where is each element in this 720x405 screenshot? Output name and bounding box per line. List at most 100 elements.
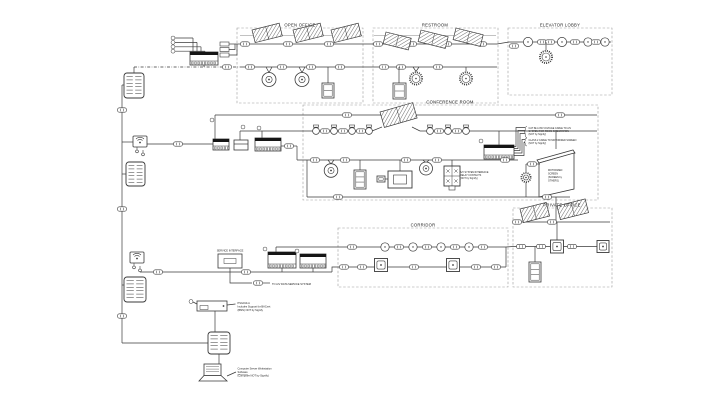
wireless-gateway-icon <box>129 251 145 264</box>
cable-tag <box>509 43 519 49</box>
corridor-controller-icon <box>267 251 297 269</box>
corridor-wall-sensor-icon <box>374 258 388 272</box>
service-interface-label: SERVICE INTERFACE <box>217 249 244 253</box>
laptop-icon <box>198 363 229 382</box>
ceiling-sensor-icon <box>539 50 554 65</box>
cable-tag <box>240 41 250 47</box>
cable-tag <box>542 194 552 200</box>
cable-tag <box>450 244 460 250</box>
zone-title-open-office: OPEN OFFICE <box>284 23 315 28</box>
av-note-line3: (NOT by Signify) <box>529 133 547 136</box>
cable-tag <box>537 39 547 45</box>
terminal-block <box>219 47 230 52</box>
cable-tag <box>284 143 294 149</box>
wire-tag <box>209 117 215 123</box>
wire-tag <box>294 248 300 254</box>
note-brace <box>523 137 528 147</box>
wall-station-icon <box>392 82 407 100</box>
cable-tag <box>277 64 287 70</box>
downlight-icon <box>330 124 338 135</box>
zone-restroom <box>372 27 499 104</box>
power-supply-icon <box>233 139 249 151</box>
luminaire-icon <box>452 27 484 47</box>
cable-tag <box>173 141 183 147</box>
zone-controller-icon <box>212 138 230 151</box>
shade-note-line1: CLASS 2 CABLE TO MOTORIZED SCREEN <box>529 139 577 142</box>
cable-tag <box>241 269 251 275</box>
cable-tag <box>394 244 404 250</box>
cable-tag <box>396 64 406 70</box>
cable-tag <box>452 128 462 134</box>
occupancy-sensor-icon <box>323 163 339 178</box>
cable-tag <box>547 219 557 225</box>
system-controller-icon <box>123 72 145 99</box>
zone-title-corridor: CORRIDOR <box>411 223 436 228</box>
cable-tag <box>500 157 510 163</box>
dimmer-control-icon <box>550 239 564 254</box>
antenna-node-icon <box>141 150 145 157</box>
downlight-icon <box>523 37 533 47</box>
cable-tag <box>433 64 443 70</box>
luminaire-icon <box>519 202 551 224</box>
luminaire-icon <box>556 198 589 221</box>
screen-label-line1: MOTORIZED <box>548 169 563 172</box>
cable-tag <box>333 194 343 200</box>
cable-tag <box>338 128 348 134</box>
relay-note-line2: RELAY CONTACTS <box>460 174 482 177</box>
service-interface-screen <box>223 258 237 264</box>
cable-tag <box>570 39 580 45</box>
cable-tag <box>283 41 293 47</box>
cable-tag <box>310 157 320 163</box>
downlight-icon <box>557 37 567 47</box>
wall-station-icon <box>353 169 367 190</box>
bacnet-panel-icon <box>196 300 228 312</box>
luminaire-icon <box>292 22 324 44</box>
luminaire-icon <box>251 22 283 44</box>
wire-tag <box>240 124 246 130</box>
wall-station-icon <box>321 82 335 99</box>
downlight-icon <box>600 37 610 47</box>
relay-note-line1: A/V SYSTEM INTERFACE <box>460 171 489 174</box>
cable-tag <box>491 264 501 270</box>
cable-tag <box>153 269 163 275</box>
av-note-line1: CAT 5E LOW VOLTAGE CABLE TO A/V <box>529 127 572 130</box>
luminaire-icon <box>417 29 449 49</box>
zone-corridor <box>337 227 509 288</box>
wire-tag <box>256 125 262 131</box>
wire-tag <box>170 44 176 50</box>
touchscreen-icon <box>387 170 413 189</box>
cable-tag <box>324 41 334 47</box>
terminal-block <box>219 52 230 58</box>
wall-station-icon <box>528 261 542 283</box>
wire-tag <box>170 35 176 41</box>
room-controller-icon <box>189 51 219 66</box>
downlight-icon <box>444 124 452 135</box>
downlight-icon <box>464 242 474 252</box>
cable-tag <box>567 244 577 250</box>
antenna-node-icon <box>132 263 136 270</box>
system-controller-icon <box>207 331 231 355</box>
screen-label-line4: OTHERS) <box>548 180 559 183</box>
cable-tag <box>545 39 555 45</box>
cable-tag <box>478 244 488 250</box>
cable-tag <box>401 157 411 163</box>
wire-tag <box>262 246 268 252</box>
shade-note-line2: (NOT by Signify) <box>529 142 547 145</box>
ceiling-sensor-icon <box>408 71 423 86</box>
cable-tag <box>339 264 349 270</box>
downlight-icon <box>312 124 320 135</box>
zone-conference-room <box>302 104 599 201</box>
downlight-icon <box>436 242 446 252</box>
antenna-node-icon <box>135 147 139 154</box>
cable-tag <box>516 244 526 250</box>
terminal-block <box>219 41 230 47</box>
ceiling-sensor-icon <box>520 171 532 183</box>
downlight-icon <box>426 124 434 135</box>
zone-title-restroom: RESTROOM <box>422 23 448 28</box>
system-controller-icon <box>123 276 147 303</box>
cable-tag <box>356 128 366 134</box>
cable-tag <box>342 112 352 118</box>
bacnet-note-line3: (BMS) NOT by Signify <box>238 308 264 312</box>
cable-tag <box>591 39 601 45</box>
